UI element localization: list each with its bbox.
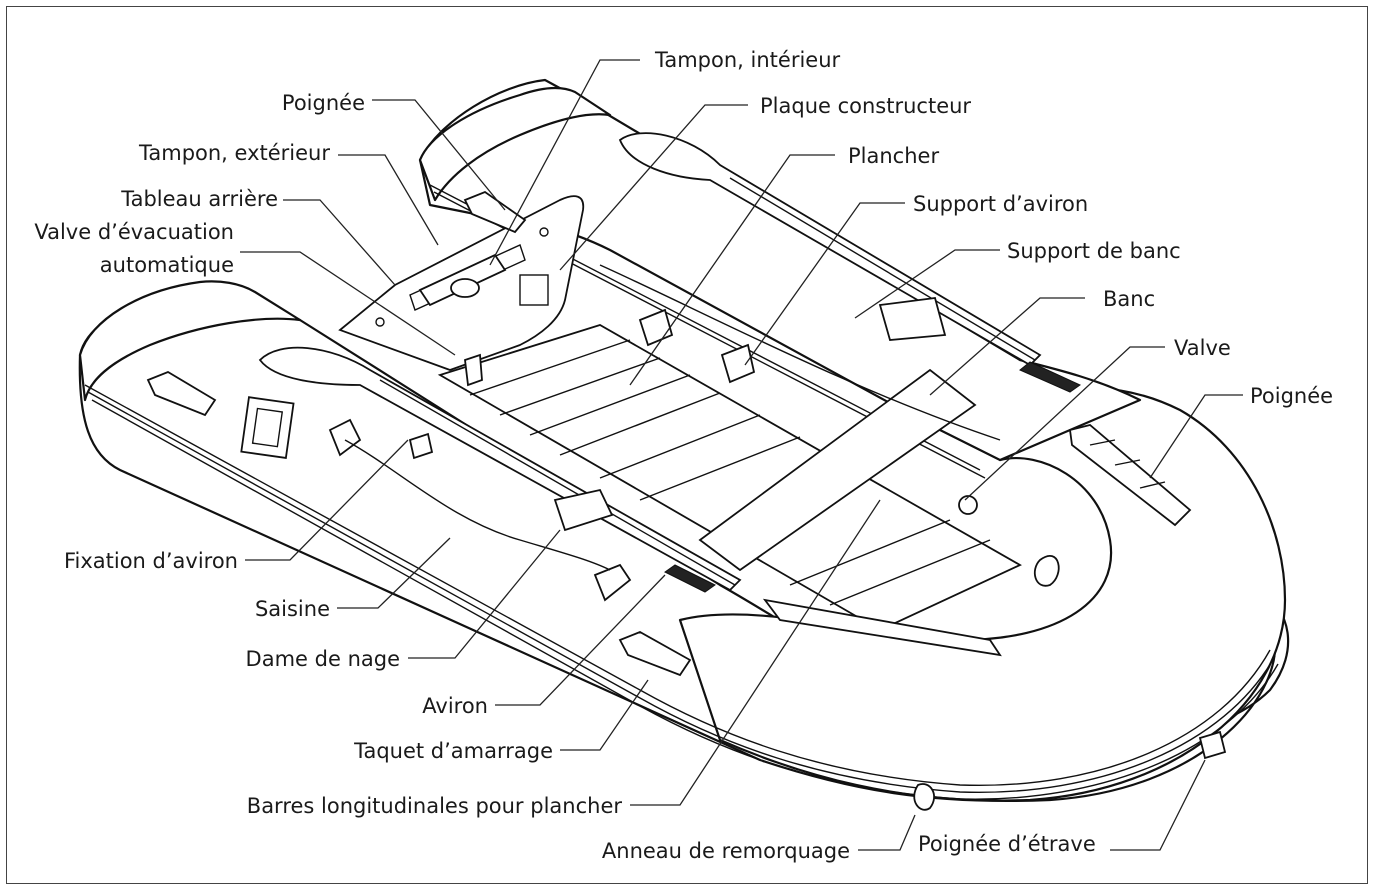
label-valve-evacuation-1: Valve d’évacuation [34, 220, 234, 244]
handle-rear-port [146, 370, 217, 417]
inflatable-boat-illustration [78, 78, 1290, 811]
drain-valve [464, 353, 483, 387]
label-anneau-remorquage: Anneau de remorquage [601, 839, 850, 863]
label-tampon-exterieur: Tampon, extérieur [139, 141, 330, 165]
label-tableau-arriere: Tableau arrière [121, 187, 278, 211]
label-banc: Banc [1103, 287, 1156, 311]
mooring-cleat [593, 563, 632, 602]
label-plaque-constructeur: Plaque constructeur [760, 94, 972, 118]
handle-bow-top [1069, 424, 1192, 527]
label-valve: Valve [1174, 336, 1231, 360]
label-dame-de-nage: Dame de nage [245, 647, 400, 671]
oar-support-2 [720, 343, 756, 384]
label-poignee-laterale: Poignée [1250, 384, 1334, 408]
label-tampon-interieur: Tampon, intérieur [655, 48, 841, 72]
handle-side [618, 631, 692, 677]
painter-ring-rear [328, 418, 362, 457]
handle-rear-starboard [463, 190, 527, 234]
handle-bow-front [762, 598, 1002, 657]
towing-ring-side [1033, 555, 1060, 587]
label-poignee-etrave: Poignée d’étrave [918, 832, 1096, 856]
bow-handle [1198, 730, 1227, 760]
oar-clip [408, 432, 434, 460]
label-plancher: Plancher [848, 144, 940, 168]
label-aviron: Aviron [422, 694, 488, 718]
label-fixation-aviron: Fixation d’aviron [63, 549, 238, 573]
label-valve-evacuation-2: automatique [99, 253, 234, 277]
seat [698, 368, 977, 572]
oar-support-1 [638, 308, 674, 347]
seat-support [878, 297, 947, 341]
oar-lock [553, 488, 614, 532]
outer-pad [240, 396, 295, 459]
label-taquet-amarrage: Taquet d’amarrage [354, 739, 553, 763]
label-support-aviron: Support d’aviron [913, 192, 1089, 216]
label-poignee-arriere: Poignée [281, 91, 365, 115]
label-saisine: Saisine [254, 597, 330, 621]
valve-bow [958, 495, 978, 515]
label-barres-longitudinales: Barres longitudinales pour plancher [246, 794, 622, 818]
leader-lines [240, 59, 1243, 851]
towing-ring [913, 783, 935, 811]
oar-port [258, 346, 742, 592]
label-support-banc: Support de banc [1007, 239, 1181, 263]
